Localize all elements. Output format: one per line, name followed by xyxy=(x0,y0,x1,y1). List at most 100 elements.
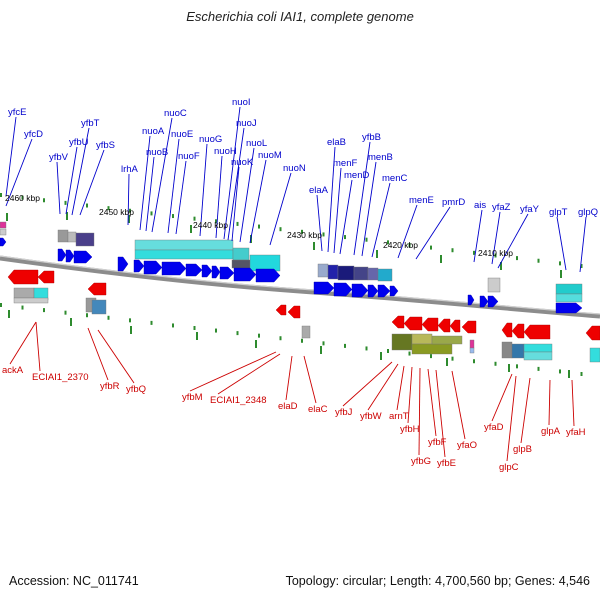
forward-gene-label: nuoF xyxy=(178,151,200,162)
scale-tick xyxy=(494,361,497,366)
feature-block xyxy=(411,343,453,355)
leader-line xyxy=(396,365,405,411)
forward-gene-label: glpT xyxy=(549,207,568,218)
forward-gene xyxy=(479,295,489,308)
scale-tick xyxy=(215,328,217,333)
forward-gene-label: yfbT xyxy=(81,118,100,129)
forward-gene xyxy=(185,263,203,277)
reverse-gene xyxy=(275,304,287,316)
scale-label: 2460 kbp xyxy=(5,193,40,203)
leader-line xyxy=(5,138,33,207)
genome-backbone xyxy=(0,255,600,319)
reverse-gene-label: yfbH xyxy=(400,424,420,435)
reverse-gene-label: yfbR xyxy=(100,381,120,392)
forward-gene-label: yfaZ xyxy=(492,202,511,213)
scale-label: 2430 kbp xyxy=(287,230,322,240)
feature-block xyxy=(57,229,69,243)
scale-tick xyxy=(129,208,131,213)
leader-line xyxy=(87,327,109,381)
reverse-gene-label: ackA xyxy=(2,365,24,376)
forward-gene-label: nuoM xyxy=(258,150,282,161)
scale-major-tick xyxy=(446,358,448,366)
feature-block xyxy=(431,335,463,345)
scale-tick xyxy=(580,372,583,376)
scale-tick xyxy=(408,351,411,356)
leader-line xyxy=(339,179,353,255)
forward-gene-label: yfbB xyxy=(362,132,381,143)
forward-gene xyxy=(351,283,369,298)
scale-major-tick xyxy=(568,370,570,378)
forward-gene xyxy=(57,248,67,262)
feature-block xyxy=(555,283,583,295)
scale-tick xyxy=(580,264,583,268)
scale-tick xyxy=(344,343,346,348)
scale-tick xyxy=(516,256,518,261)
scale-tick xyxy=(172,214,174,219)
reverse-gene-label: ECIAI1_2348 xyxy=(210,395,267,406)
leader-line xyxy=(415,206,451,260)
leader-line xyxy=(491,211,501,265)
scale-tick xyxy=(193,326,196,330)
forward-gene xyxy=(255,268,281,283)
feature-block xyxy=(249,254,281,272)
forward-gene-label: nuoB xyxy=(146,147,168,158)
forward-gene-label: yfaY xyxy=(520,204,540,215)
feature-block xyxy=(377,268,393,282)
leader-line xyxy=(451,370,466,440)
scale-major-tick xyxy=(560,270,562,278)
scale-major-tick xyxy=(128,215,130,223)
forward-gene-label: pmrD xyxy=(442,197,465,208)
scale-major-tick xyxy=(8,310,10,318)
forward-gene-label: elaA xyxy=(309,185,329,196)
scale-tick xyxy=(559,261,561,266)
leader-line xyxy=(175,160,187,235)
scale-tick xyxy=(215,219,217,224)
leader-line xyxy=(167,138,180,234)
scale-tick xyxy=(0,303,2,307)
feature-block xyxy=(301,325,311,339)
forward-gene-label: nuoL xyxy=(246,138,267,149)
forward-gene xyxy=(161,261,187,276)
scale-tick xyxy=(236,331,239,336)
feature-layer xyxy=(0,237,600,341)
reverse-gene xyxy=(287,305,301,319)
forward-gene-label: glpQ xyxy=(578,207,598,218)
forward-gene-label: menF xyxy=(333,158,357,169)
feature-block xyxy=(0,221,7,229)
leader-line xyxy=(353,141,371,256)
genome-backbone-highlight xyxy=(0,255,600,315)
scale-tick xyxy=(473,359,475,364)
forward-gene xyxy=(65,249,75,263)
leader-line xyxy=(579,216,587,273)
reverse-gene xyxy=(501,322,513,338)
reverse-gene-label: elaC xyxy=(308,404,328,415)
reverse-gene xyxy=(87,282,107,296)
feature-block xyxy=(75,232,95,247)
leader-line xyxy=(548,379,551,426)
leader-line xyxy=(285,355,293,401)
forward-gene xyxy=(487,295,499,308)
forward-gene-label: yfbS xyxy=(96,140,115,151)
scale-tick xyxy=(322,341,325,346)
scale-tick xyxy=(236,221,239,226)
forward-gene-label: nuoA xyxy=(142,126,165,137)
leader-line xyxy=(231,166,240,242)
scale-tick xyxy=(537,366,540,371)
forward-gene xyxy=(313,281,335,295)
genome-summary-text: Topology: circular; Length: 4,700,560 bp… xyxy=(285,574,590,588)
leader-line xyxy=(327,146,336,253)
feature-block xyxy=(134,249,234,260)
leader-line xyxy=(506,375,517,462)
feature-block xyxy=(511,343,525,359)
reverse-gene xyxy=(403,316,423,331)
leader-line xyxy=(367,363,399,411)
scale-tick xyxy=(387,349,389,353)
leader-line xyxy=(9,321,37,365)
scale-tick xyxy=(473,250,475,255)
scale-tick xyxy=(301,229,303,234)
leader-line xyxy=(35,321,41,372)
scale-tick xyxy=(430,354,432,359)
leader-line xyxy=(127,173,130,226)
feature-block xyxy=(523,343,553,353)
scale-tick xyxy=(430,245,432,250)
